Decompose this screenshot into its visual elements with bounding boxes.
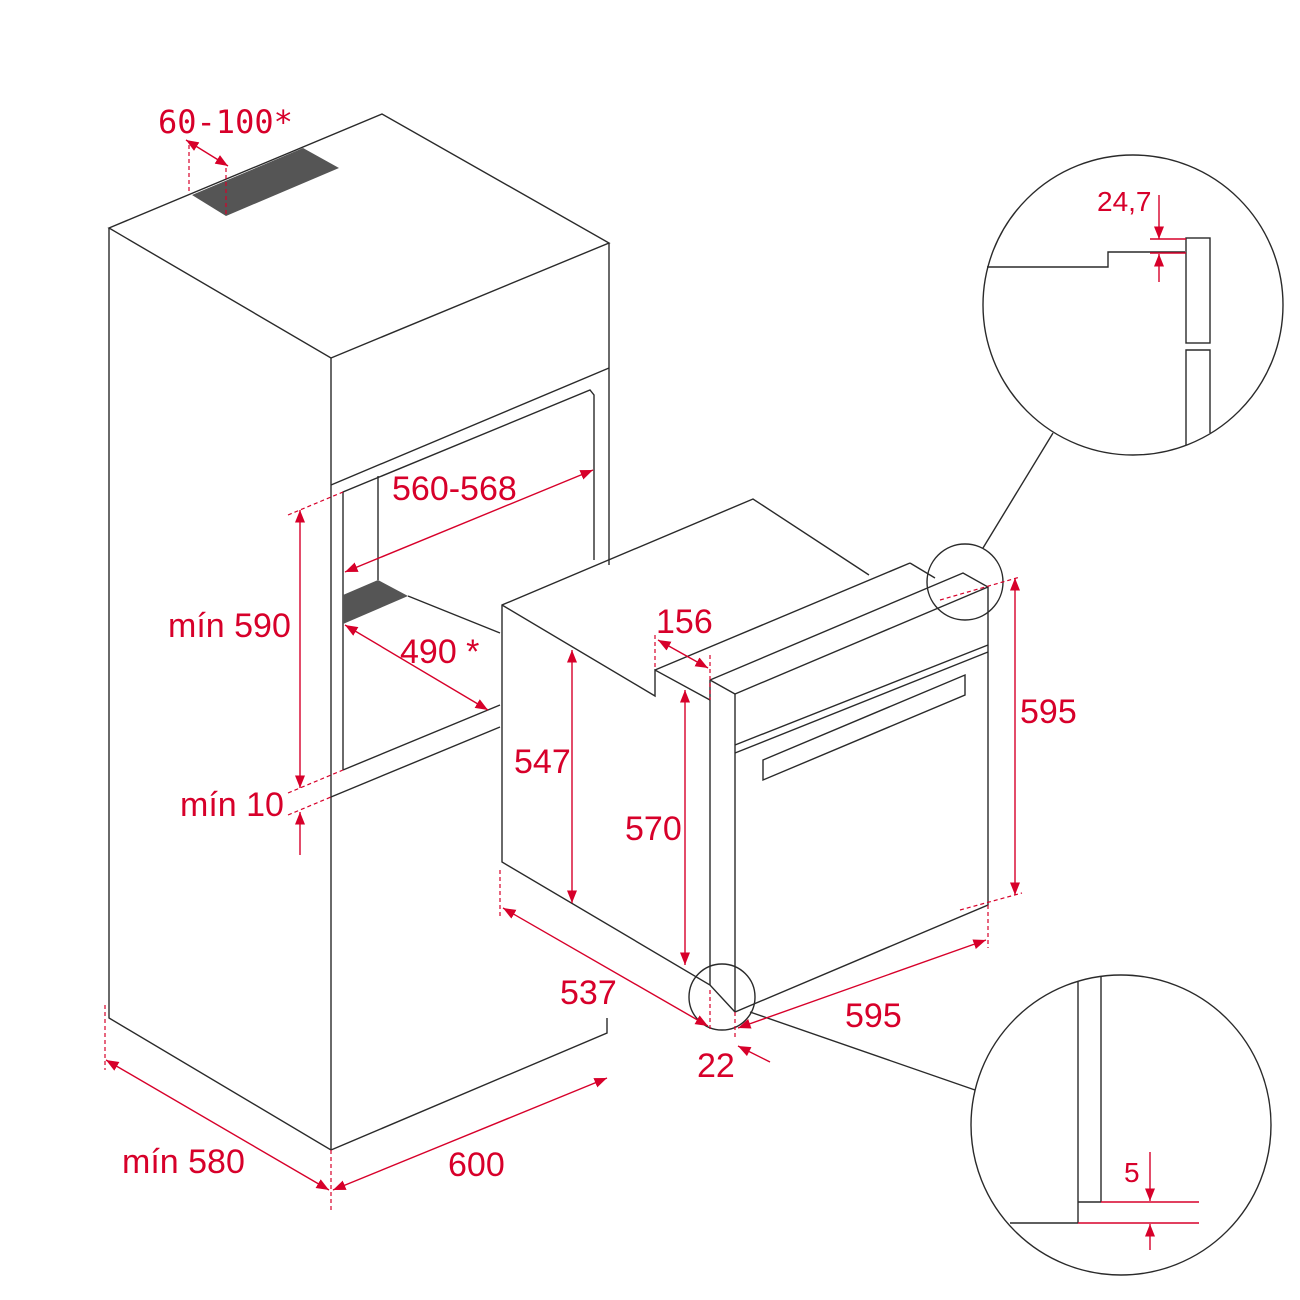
label-cabinet-depth: mín 580 <box>122 1143 245 1181</box>
label-detail-bottom: 5 <box>1124 1157 1140 1188</box>
bottom-vent-slot <box>343 580 408 624</box>
top-vent-slot <box>192 148 339 216</box>
label-oven-body-height: 547 <box>514 743 571 781</box>
label-oven-height-570: 570 <box>625 810 682 848</box>
cabinet <box>107 113 611 1151</box>
label-oven-depth: 537 <box>560 974 617 1012</box>
label-oven-step: 156 <box>656 603 713 641</box>
detail-callouts <box>688 154 1284 1276</box>
label-niche-depth: 490 * <box>400 633 479 671</box>
label-oven-height: 595 <box>1020 693 1077 731</box>
oven <box>501 498 989 1013</box>
label-door-thickness: 22 <box>697 1047 735 1085</box>
label-detail-top: 24,7 <box>1097 186 1152 217</box>
label-niche-height: mín 590 <box>168 607 291 645</box>
dimension-lines <box>104 139 1199 1250</box>
label-oven-width: 595 <box>845 997 902 1035</box>
label-niche-width: 560-568 <box>392 470 517 508</box>
label-bottom-gap: mín 10 <box>180 786 284 824</box>
label-cabinet-width: 600 <box>448 1146 505 1184</box>
label-vent-gap: 60-100* <box>158 103 293 141</box>
